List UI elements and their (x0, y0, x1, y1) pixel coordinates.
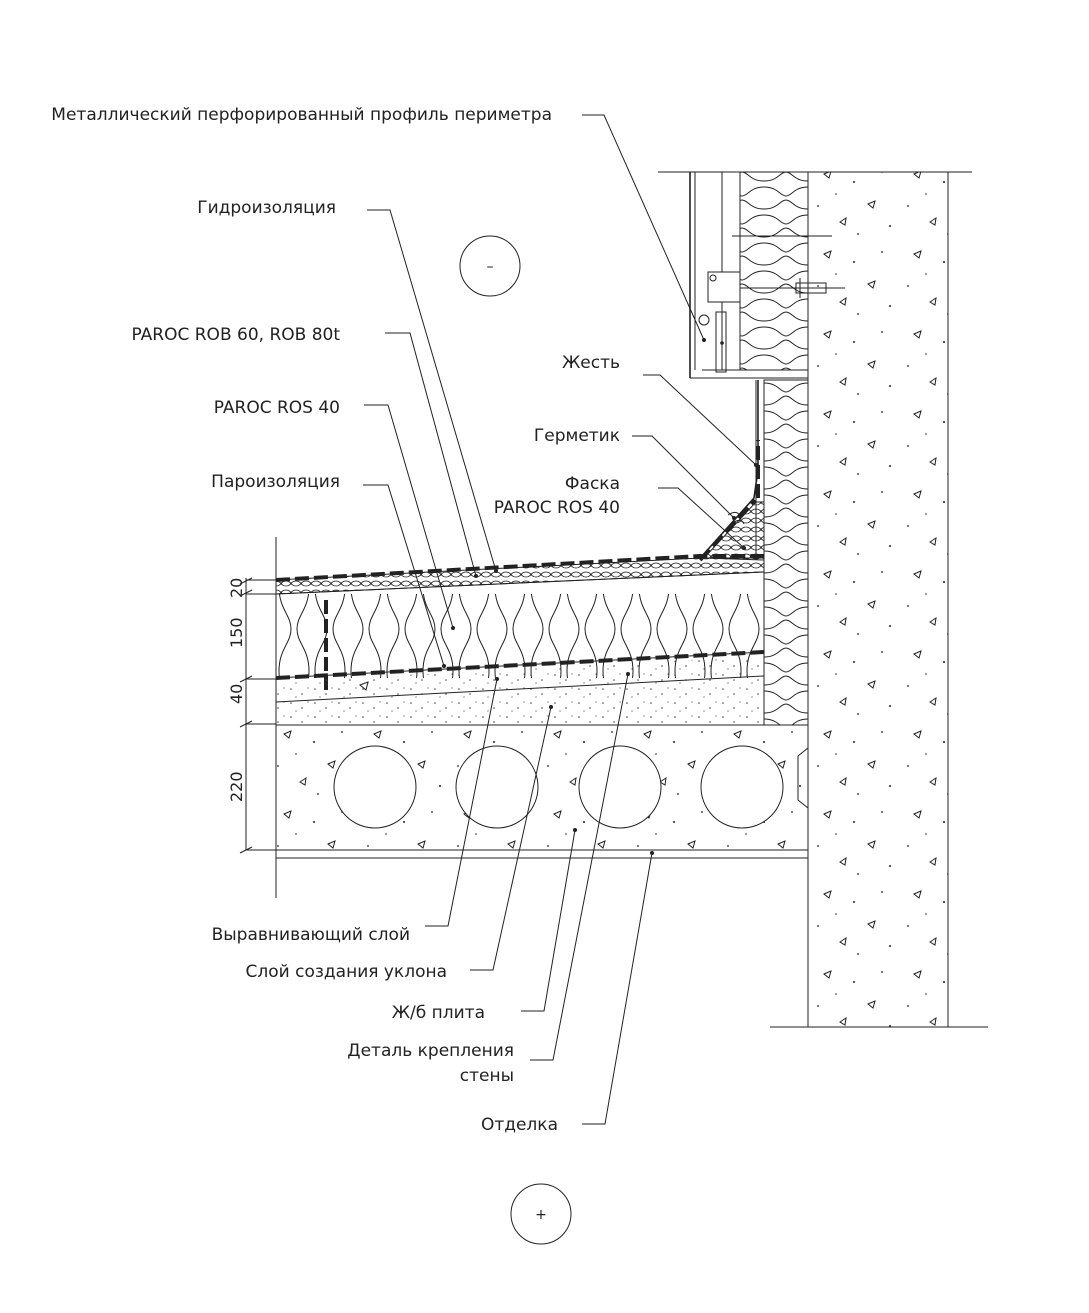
label-chamfer: Фаска (565, 474, 620, 494)
label-paroc-rob: PAROC ROB 60, ROB 80t (131, 325, 340, 345)
dim-220: 220 (227, 771, 246, 802)
label-waterproofing: Гидроизоляция (197, 198, 336, 218)
label-wall-fixing-cont: стены (460, 1066, 514, 1086)
label-perimeter-profile: Металлический перфорированный профиль пе… (51, 105, 552, 125)
label-chamfer-material: PAROC ROS 40 (494, 498, 620, 518)
label-finish: Отделка (481, 1115, 558, 1135)
concrete-wall (658, 171, 988, 1028)
inside-zone-symbol: + (510, 1183, 572, 1245)
label-leveling-layer: Выравнивающий слой (212, 925, 410, 945)
label-slope-layer: Слой создания уклона (246, 962, 447, 982)
label-tin: Жесть (562, 353, 620, 373)
label-vapor-barrier: Пароизоляция (211, 472, 340, 492)
label-sealant: Герметик (534, 426, 620, 446)
dim-40: 40 (227, 684, 246, 704)
hollow-core-slab (276, 725, 809, 859)
tin-flashing-chamfer (698, 380, 765, 562)
label-wall-fixing: Деталь крепления (347, 1041, 514, 1061)
leader-lines (363, 114, 758, 1125)
facade-insulation (689, 171, 845, 379)
wall-insulation (755, 379, 809, 726)
label-paroc-ros: PAROC ROS 40 (214, 398, 340, 418)
label-rc-slab: Ж/б плита (392, 1003, 485, 1023)
svg-text:–: – (487, 259, 494, 275)
dim-20: 20 (227, 578, 246, 598)
dim-150: 150 (227, 617, 246, 648)
dimension-chain: 20 150 40 220 (227, 537, 277, 898)
svg-text:+: + (535, 1207, 547, 1223)
outside-zone-symbol: – (459, 235, 521, 297)
